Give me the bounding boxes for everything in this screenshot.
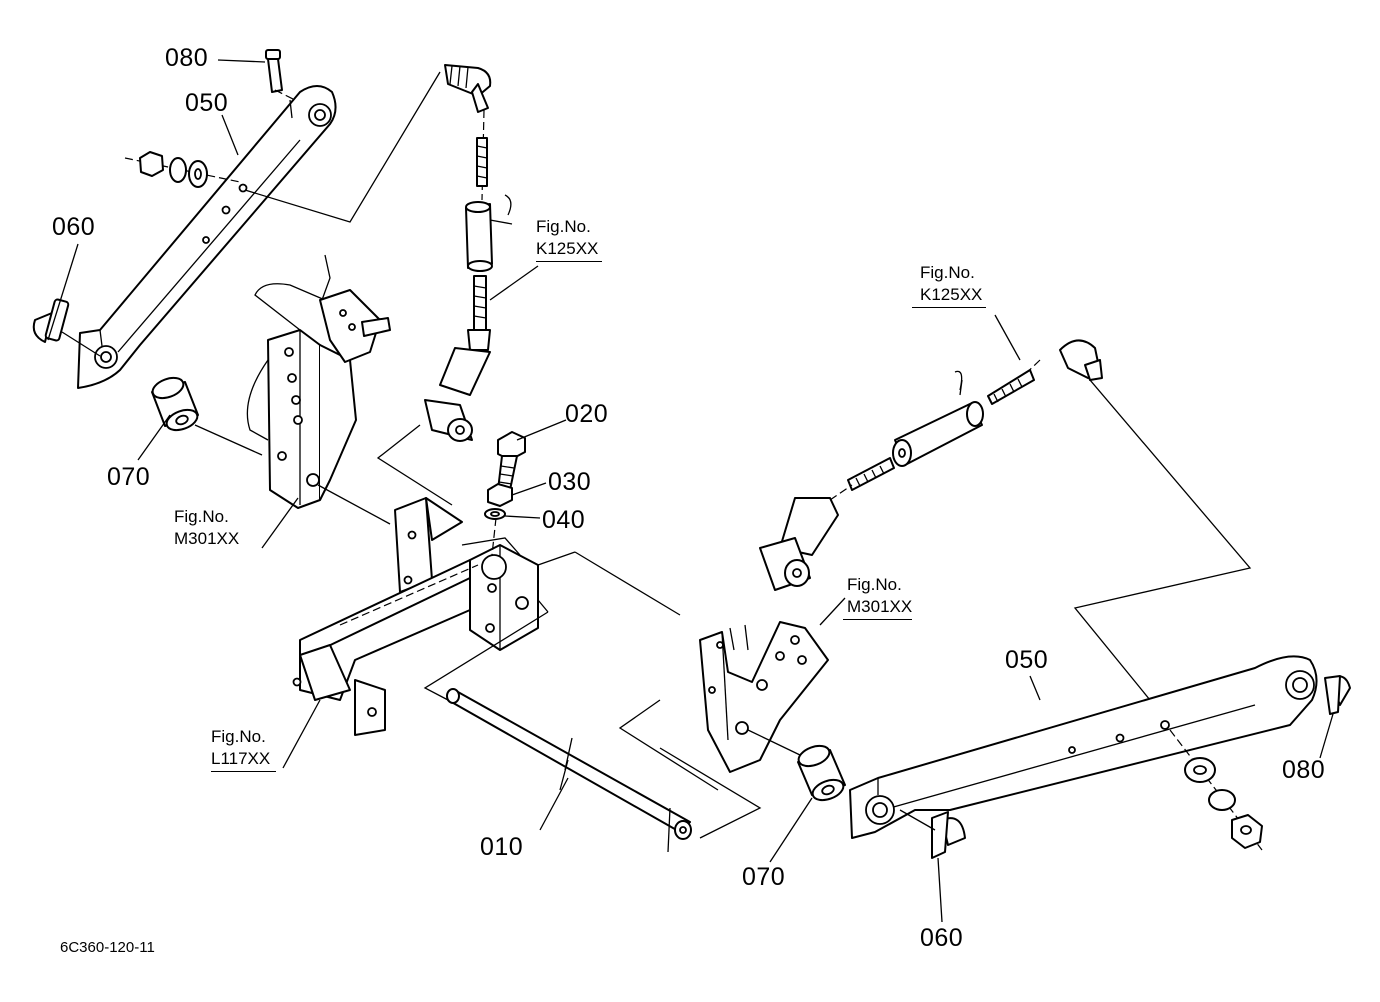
fig-code: M301XX: [843, 596, 913, 620]
fig-prefix: Fig.No.: [847, 575, 902, 594]
diagram-id: 6C360-120-11: [60, 939, 155, 956]
part-number-020: 020: [565, 400, 609, 428]
fig-prefix: Fig.No.: [174, 507, 229, 526]
figure-ref-m301-right: Fig.No. M301XX: [843, 574, 913, 620]
fig-prefix: Fig.No.: [920, 263, 975, 282]
leader-080-left: [217, 59, 266, 63]
left-pin-080: [265, 49, 296, 101]
part-number-080-right: 080: [1282, 756, 1326, 784]
figure-ref-l117: Fig.No. L117XX: [211, 726, 277, 772]
bolt-nut-washer: [484, 419, 567, 556]
left-lower-link: [77, 85, 337, 389]
part-number-030: 030: [548, 468, 592, 496]
right-nut-washers: [1169, 729, 1263, 851]
leader-070-left: [137, 414, 171, 461]
part-number-050-right: 050: [1005, 646, 1049, 674]
leader-060-left: [47, 243, 79, 341]
fig-code: K125XX: [912, 284, 987, 308]
figure-ref-k125-right: Fig.No. K125XX: [912, 262, 987, 308]
left-check-rod: [244, 64, 513, 506]
part-number-050-left: 050: [185, 89, 229, 117]
part-number-070-right: 070: [742, 863, 786, 891]
center-crossbar: [292, 497, 681, 736]
figure-ref-k125-left: Fig.No. K125XX: [536, 216, 603, 262]
right-check-rod: [759, 339, 1252, 701]
left-lift-bracket: [246, 254, 391, 525]
part-number-010: 010: [480, 833, 524, 861]
part-number-070-left: 070: [107, 463, 151, 491]
leader-l117: [282, 699, 321, 769]
leader-050-left: [221, 114, 239, 156]
part-number-060-right: 060: [920, 924, 964, 952]
right-spacer-070: [769, 744, 846, 863]
leader-k125-left: [489, 265, 539, 301]
left-nut-washers: [124, 151, 241, 188]
fig-prefix: Fig.No.: [211, 727, 266, 746]
leader-050-right: [1029, 675, 1041, 701]
left-spacer-070: [151, 376, 263, 456]
fig-prefix: Fig.No.: [536, 217, 591, 236]
fig-code: L117XX: [211, 748, 277, 772]
right-lower-link: [849, 655, 1318, 839]
leader-k125-right: [994, 314, 1021, 361]
fig-code: K125XX: [536, 238, 603, 262]
fig-code: M301XX: [174, 529, 240, 548]
leader-m301-left: [261, 497, 299, 549]
right-linch-pin-060: [899, 809, 966, 923]
part-number-060-left: 060: [52, 213, 96, 241]
part-number-080-left: 080: [165, 44, 209, 72]
cross-rod-010: [446, 688, 762, 853]
leader-m301-right: [819, 597, 846, 626]
part-number-040: 040: [542, 506, 586, 534]
figure-ref-m301-left: Fig.No. M301XX: [174, 506, 239, 550]
right-lift-bracket: [618, 621, 829, 791]
right-pin-080: [1319, 675, 1351, 759]
